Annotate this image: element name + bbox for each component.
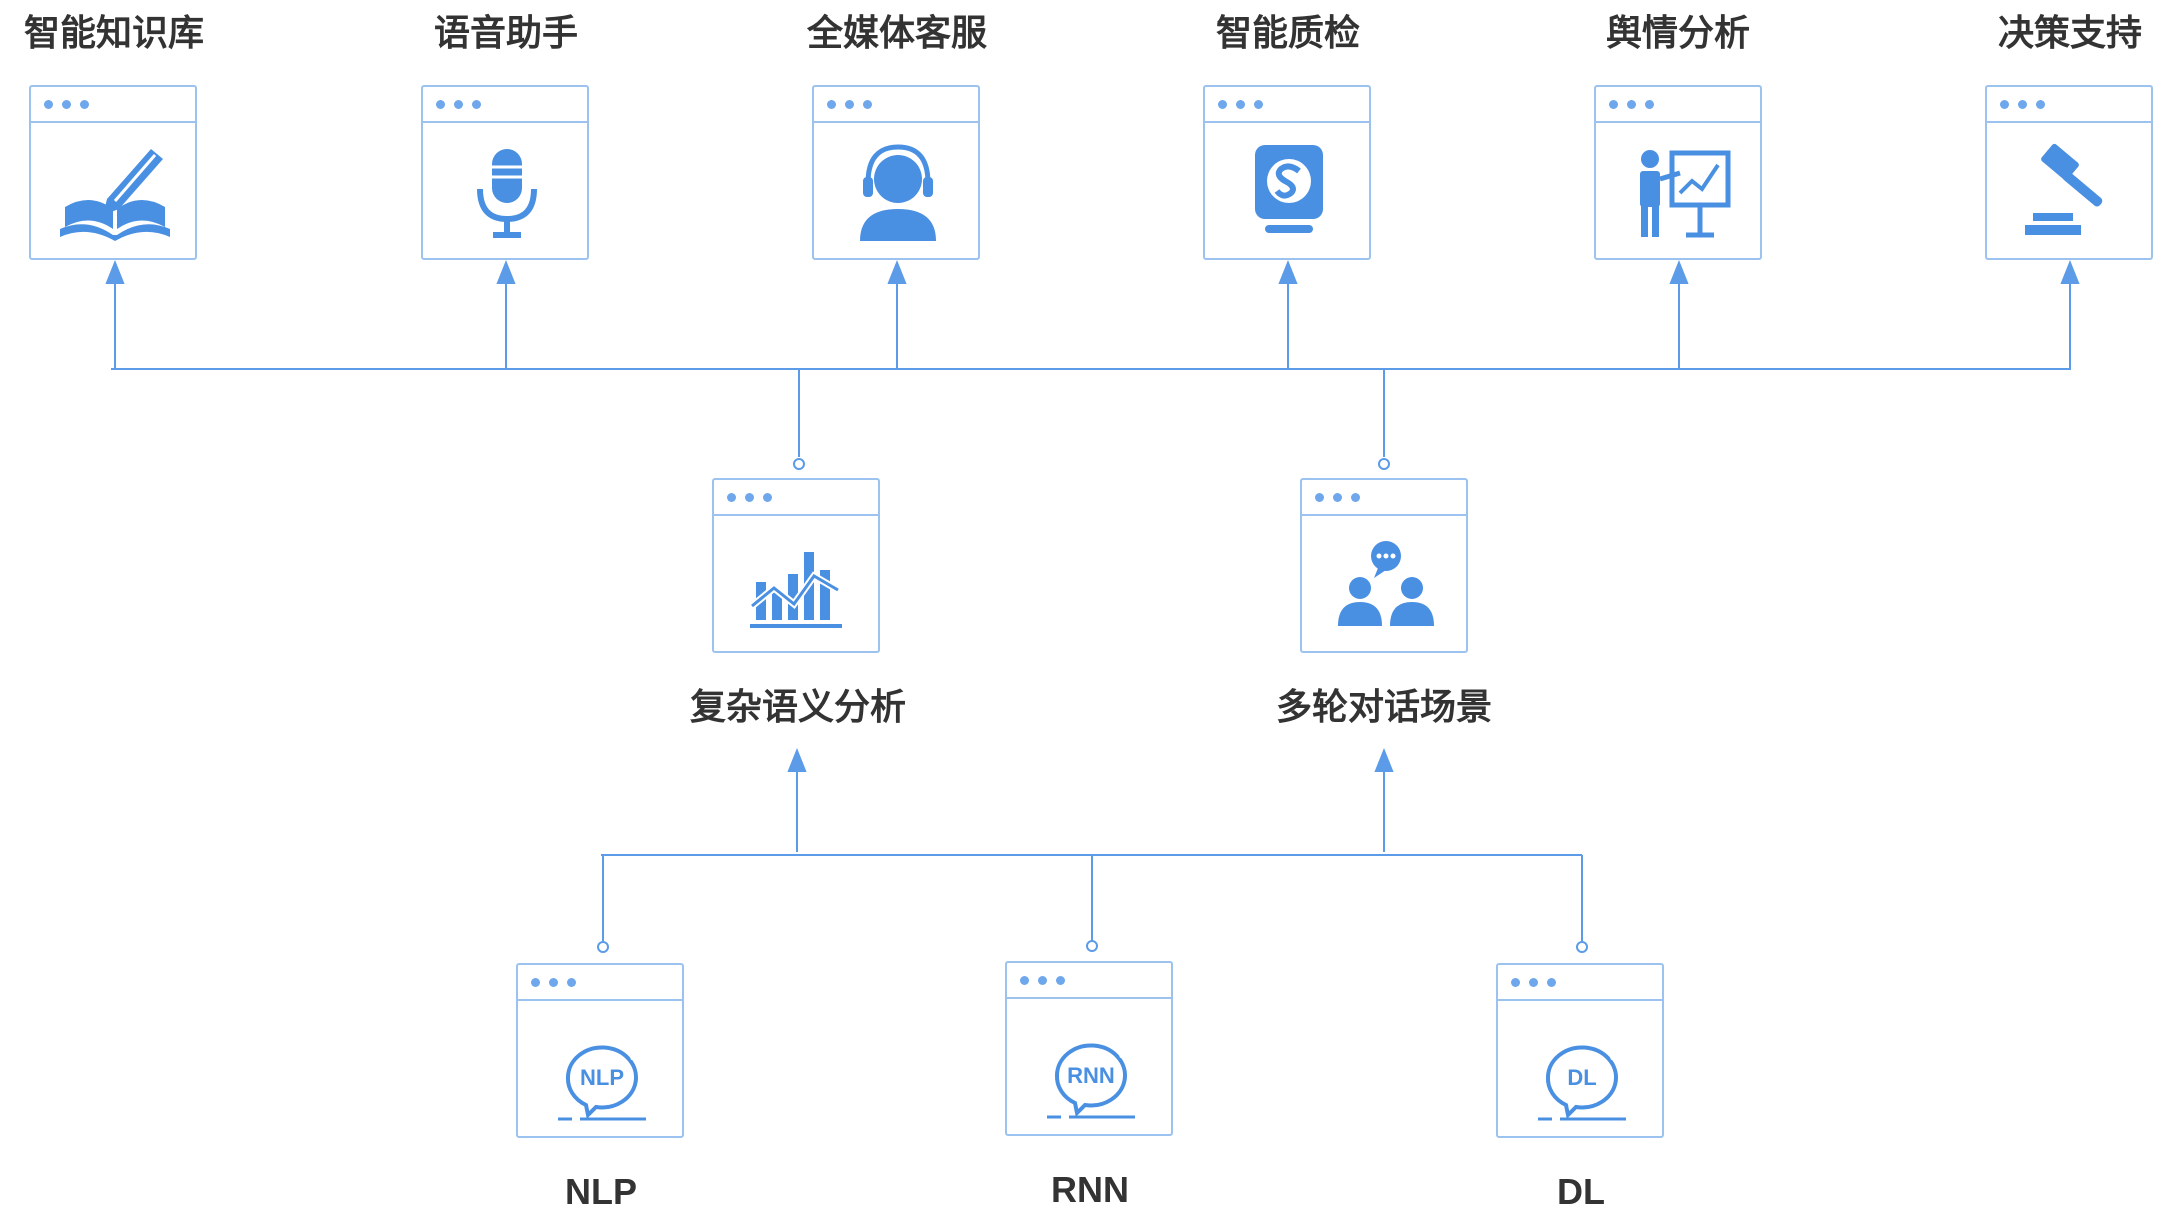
window-dot [1627,100,1636,109]
window-titlebar [31,87,195,123]
app-card-voice-assistant[interactable] [421,85,589,260]
window-dot [549,978,558,987]
app-label-voice-assistant: 语音助手 [433,13,579,54]
window-titlebar [1987,87,2151,123]
window-titlebar [1498,965,1662,1001]
window-dot [1218,100,1227,109]
tech-card-nlp[interactable]: NLP [516,963,684,1138]
window-dot [1351,493,1360,502]
window-dot [727,493,736,502]
app-card-decision-support[interactable] [1985,85,2153,260]
window-dot [1529,978,1538,987]
app-card-sentiment-analysis[interactable] [1594,85,1762,260]
bar-line-chart-icon [738,530,858,640]
app-label-omnichannel-service: 全媒体客服 [806,13,988,54]
window-titlebar [714,480,878,516]
window-dot [62,100,71,109]
tech-card-dl[interactable]: DL [1496,963,1664,1138]
window-dot [827,100,836,109]
window-titlebar [1007,963,1171,999]
window-dot [745,493,754,502]
window-dot [1254,100,1263,109]
headset-agent-icon [838,137,958,247]
window-dot [44,100,53,109]
window-dot [472,100,481,109]
window-dot [1315,493,1324,502]
tech-label-dl: DL [1557,1171,1605,1212]
window-dot [1333,493,1342,502]
window-dot [863,100,872,109]
book-pen-icon [55,137,175,247]
window-dot [80,100,89,109]
tech-card-rnn[interactable]: RNN [1005,961,1173,1136]
window-dot [1236,100,1245,109]
app-card-omnichannel-service[interactable] [812,85,980,260]
quality-shield-icon [1229,137,1349,247]
window-dot [454,100,463,109]
junction-dot-tech-2 [1086,940,1098,952]
nlp-badge-text: NLP [580,1065,624,1090]
microphone-icon [447,137,567,247]
window-dot [763,493,772,502]
presenter-chart-icon [1620,137,1740,247]
window-dot [1511,978,1520,987]
junction-dot-tech-3 [1576,941,1588,953]
dl-badge-text: DL [1567,1065,1596,1090]
window-dot [567,978,576,987]
window-titlebar [423,87,587,123]
gavel-icon [2011,137,2131,247]
window-dot [2018,100,2027,109]
junction-dot-tech-1 [597,941,609,953]
app-label-decision-support: 决策支持 [1997,13,2143,54]
window-dot [531,978,540,987]
window-dot [1056,976,1065,985]
tech-label-rnn: RNN [1051,1169,1129,1210]
window-titlebar [518,965,682,1001]
window-dot [436,100,445,109]
rnn-badge-text: RNN [1067,1063,1115,1088]
app-label-quality-inspection: 智能质检 [1215,13,1361,54]
window-dot [1609,100,1618,109]
app-card-knowledge-base[interactable] [29,85,197,260]
window-titlebar [1596,87,1760,123]
window-dot [1038,976,1047,985]
window-dot [1547,978,1556,987]
window-dot [2000,100,2009,109]
window-titlebar [1205,87,1369,123]
capability-card-multi-turn-dialog[interactable] [1300,478,1468,653]
window-titlebar [1302,480,1466,516]
nlp-badge-icon: NLP [542,1015,662,1125]
app-label-knowledge-base: 智能知识库 [23,13,205,54]
app-label-sentiment-analysis: 舆情分析 [1605,13,1751,54]
people-chat-icon [1326,530,1446,640]
window-dot [1020,976,1029,985]
junction-dot-cap-2 [1378,458,1390,470]
rnn-badge-icon: RNN [1031,1013,1151,1123]
junction-dot-cap-1 [793,458,805,470]
dl-badge-icon: DL [1522,1015,1642,1125]
capability-card-semantic-analysis[interactable] [712,478,880,653]
window-dot [2036,100,2045,109]
tech-label-nlp: NLP [565,1171,637,1212]
window-dot [845,100,854,109]
app-card-quality-inspection[interactable] [1203,85,1371,260]
capability-label-semantic-analysis: 复杂语义分析 [689,687,907,728]
window-titlebar [814,87,978,123]
window-dot [1645,100,1654,109]
capability-label-multi-turn-dialog: 多轮对话场景 [1275,687,1493,728]
